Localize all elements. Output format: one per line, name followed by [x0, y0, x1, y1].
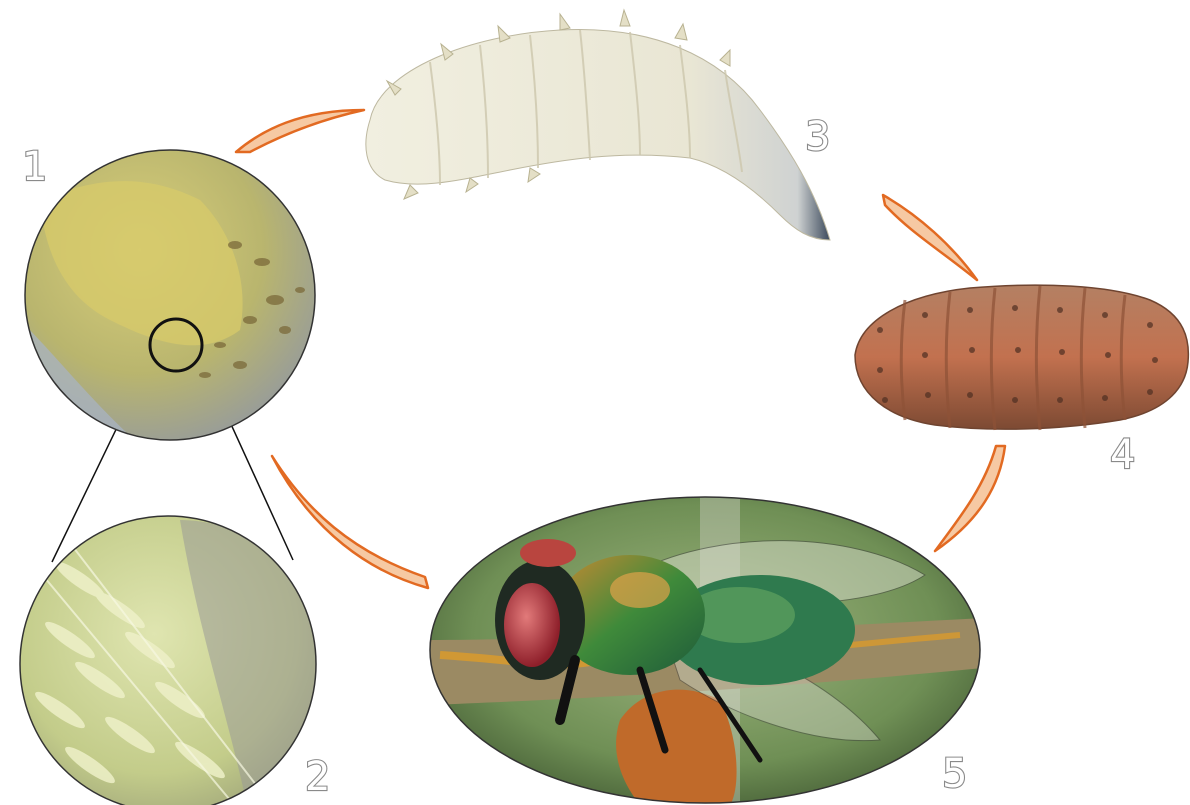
adult-fly-image — [428, 495, 983, 805]
arrow-4-to-5 — [935, 446, 1005, 551]
stage-label-3: 3 — [805, 114, 830, 160]
egg-mass-image — [20, 145, 320, 445]
stage-label-1: 1 — [22, 144, 47, 190]
pupa-image — [855, 285, 1188, 430]
stage-label-5: 5 — [942, 751, 967, 797]
arrow-1-to-3 — [236, 110, 364, 152]
larva-image — [366, 10, 830, 240]
eggs-closeup-image — [15, 510, 325, 805]
arrow-5-to-1 — [272, 456, 428, 588]
compound-eye — [504, 583, 560, 667]
stage-label-4: 4 — [1110, 432, 1135, 478]
arrow-3-to-4 — [883, 195, 977, 280]
stage-label-2: 2 — [305, 754, 330, 800]
